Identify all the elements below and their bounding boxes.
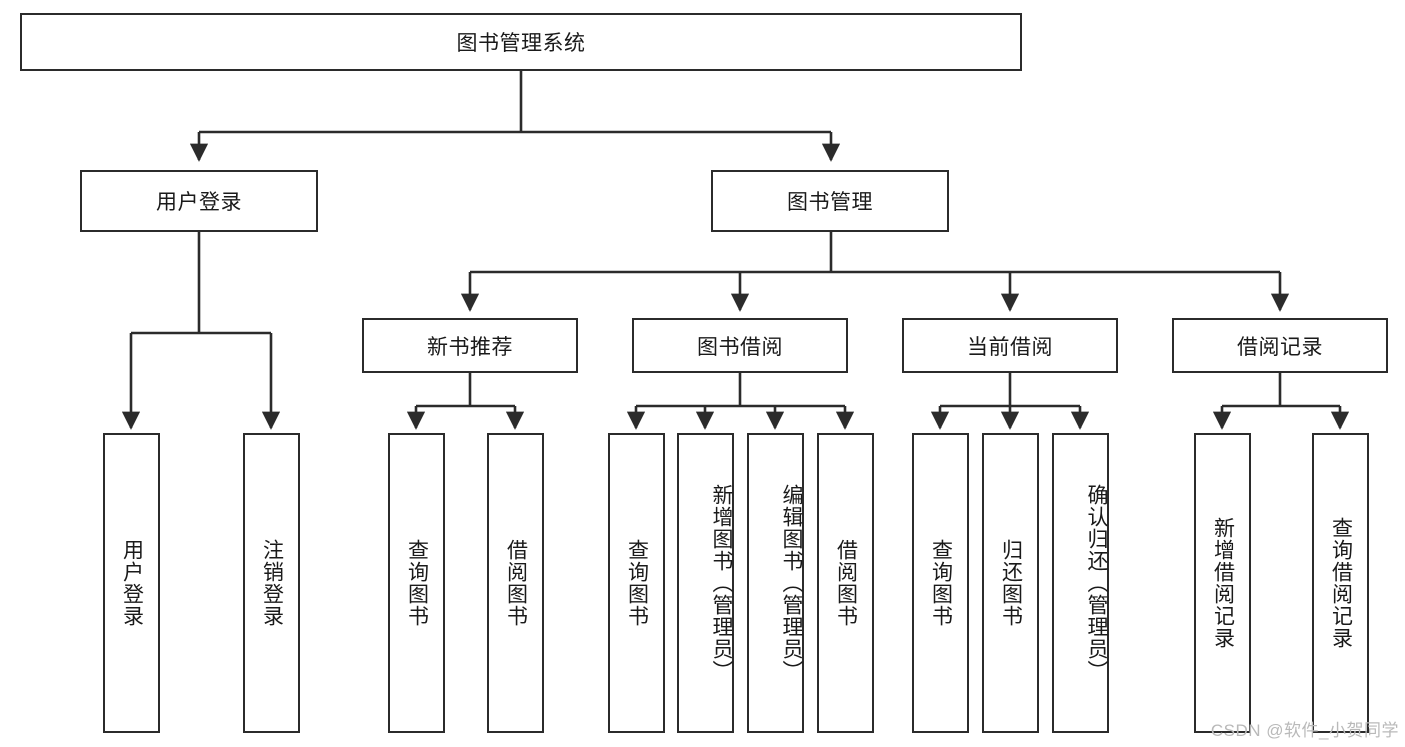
node-label: 图书管理 [787, 191, 873, 214]
leaf-query-book-borrow[interactable]: 查询图书 [608, 433, 665, 733]
node-current-borrow[interactable]: 当前借阅 [902, 318, 1118, 373]
node-label: 查询借阅记录 [1329, 517, 1353, 649]
node-label: 查询图书 [405, 539, 429, 627]
node-label: 新增借阅记录 [1211, 517, 1235, 649]
node-label: 当前借阅 [967, 335, 1053, 359]
node-label: 用户登录 [156, 191, 242, 214]
leaf-query-borrow-record[interactable]: 查询借阅记录 [1312, 433, 1369, 733]
leaf-query-book-recommend[interactable]: 查询图书 [388, 433, 445, 733]
leaf-edit-book-admin[interactable]: 编辑图书（管理员） [747, 433, 804, 733]
node-label: 注销登录 [260, 539, 284, 627]
node-user-login[interactable]: 用户登录 [80, 170, 318, 232]
leaf-borrow-book-recommend[interactable]: 借阅图书 [487, 433, 544, 733]
node-root-system[interactable]: 图书管理系统 [20, 13, 1022, 71]
leaf-borrow-book[interactable]: 借阅图书 [817, 433, 874, 733]
node-label: 用户登录 [120, 539, 144, 627]
node-label: 查询图书 [625, 539, 649, 627]
node-label: 编辑图书（管理员） [780, 484, 803, 682]
leaf-return-book[interactable]: 归还图书 [982, 433, 1039, 733]
node-label: 借阅记录 [1237, 335, 1323, 359]
node-label: 借阅图书 [504, 539, 528, 627]
node-borrow-record[interactable]: 借阅记录 [1172, 318, 1388, 373]
node-label: 借阅图书 [834, 539, 858, 627]
node-label: 图书借阅 [697, 335, 783, 359]
node-label: 归还图书 [999, 539, 1023, 627]
node-new-book-recommend[interactable]: 新书推荐 [362, 318, 578, 373]
node-label: 图书管理系统 [456, 32, 586, 55]
node-label: 新增图书（管理员） [710, 484, 733, 682]
node-book-management[interactable]: 图书管理 [711, 170, 949, 232]
node-label: 新书推荐 [427, 335, 513, 359]
node-label: 确认归还（管理员） [1085, 484, 1108, 682]
leaf-logout[interactable]: 注销登录 [243, 433, 300, 733]
leaf-add-borrow-record[interactable]: 新增借阅记录 [1194, 433, 1251, 733]
node-book-borrow[interactable]: 图书借阅 [632, 318, 848, 373]
node-label: 查询图书 [929, 539, 953, 627]
leaf-query-book-current[interactable]: 查询图书 [912, 433, 969, 733]
leaf-add-book-admin[interactable]: 新增图书（管理员） [677, 433, 734, 733]
leaf-confirm-return-admin[interactable]: 确认归还（管理员） [1052, 433, 1109, 733]
csdn-watermark: CSDN @软件_小贺同学 [1210, 721, 1399, 740]
leaf-user-login[interactable]: 用户登录 [103, 433, 160, 733]
